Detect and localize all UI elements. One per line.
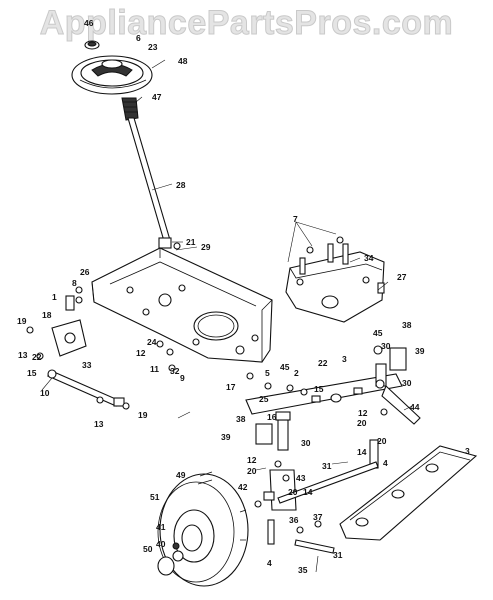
callout-35: 35 <box>298 565 308 575</box>
callout-6: 6 <box>136 33 141 43</box>
callout-34: 34 <box>364 253 374 263</box>
callout-13: 13 <box>18 350 28 360</box>
callout-11: 11 <box>150 364 159 374</box>
steering-wheel <box>71 55 153 95</box>
steering-cap <box>84 40 100 50</box>
callout-16: 16 <box>267 412 277 422</box>
callout-36: 36 <box>289 515 299 525</box>
callout-18: 18 <box>42 310 52 320</box>
callout-30b: 30 <box>402 378 412 388</box>
callout-43: 43 <box>296 473 306 483</box>
callout-20b: 20 <box>377 436 387 446</box>
drag-link <box>46 369 125 407</box>
callout-31b: 31 <box>333 550 343 560</box>
callout-14b: 14 <box>303 487 313 497</box>
callout-19b: 19 <box>138 410 148 420</box>
callout-50: 50 <box>143 544 153 554</box>
callout-29: 29 <box>201 242 211 252</box>
callout-40: 40 <box>156 539 166 549</box>
callout-23: 23 <box>148 42 158 52</box>
callout-22b: 22 <box>318 358 328 368</box>
callout-49: 49 <box>176 470 186 480</box>
leader-lines <box>41 59 413 573</box>
callout-48: 48 <box>178 56 188 66</box>
steering-boot <box>121 97 139 121</box>
callout-44: 44 <box>410 402 420 412</box>
callout-45b: 45 <box>373 328 383 338</box>
callout-26: 26 <box>80 267 90 277</box>
callout-27: 27 <box>397 272 407 282</box>
callout-30: 30 <box>381 341 391 351</box>
tie-rods <box>277 461 379 554</box>
callout-labels: 46 6 23 48 47 28 21 29 7 34 27 26 1 8 19… <box>17 18 470 575</box>
callout-32: 32 <box>170 366 180 376</box>
callout-39b: 39 <box>221 432 231 442</box>
spindle-brackets <box>255 347 407 445</box>
callout-14: 14 <box>357 447 367 457</box>
callout-15b: 15 <box>314 384 324 394</box>
callout-47: 47 <box>152 92 162 102</box>
callout-24: 24 <box>147 337 157 347</box>
callout-37: 37 <box>313 512 323 522</box>
hardware <box>26 236 388 508</box>
hub-cap <box>157 542 184 576</box>
callout-51: 51 <box>150 492 160 502</box>
callout-15: 15 <box>27 368 37 378</box>
callout-2: 2 <box>294 368 299 378</box>
callout-9: 9 <box>180 373 185 383</box>
callout-12b: 12 <box>358 408 368 418</box>
callout-39: 39 <box>415 346 425 356</box>
callout-12: 12 <box>136 348 146 358</box>
front-bumper <box>339 445 478 541</box>
callout-41: 41 <box>156 522 166 532</box>
callout-20c: 20 <box>247 466 257 476</box>
callout-4: 4 <box>383 458 388 468</box>
callout-13b: 13 <box>94 419 104 429</box>
steering-shaft <box>127 117 172 249</box>
callout-33: 33 <box>82 360 92 370</box>
main-frame <box>91 247 273 363</box>
callout-20d: 20 <box>288 487 298 497</box>
callout-12c: 12 <box>247 455 257 465</box>
callout-4b: 4 <box>267 558 272 568</box>
axle-beam <box>245 373 403 415</box>
rear-bracket <box>285 243 385 323</box>
callout-3: 3 <box>342 354 347 364</box>
callout-30c: 30 <box>301 438 311 448</box>
callout-1: 1 <box>52 292 57 302</box>
callout-31: 31 <box>322 461 332 471</box>
callout-3b: 3 <box>465 446 470 456</box>
callout-21: 21 <box>186 237 196 247</box>
callout-46: 46 <box>84 18 94 28</box>
callout-25: 25 <box>259 394 269 404</box>
callout-22: 22 <box>32 352 42 362</box>
callout-20: 20 <box>357 418 367 428</box>
steering-gear <box>51 295 87 357</box>
callout-38b: 38 <box>236 414 246 424</box>
callout-28: 28 <box>176 180 186 190</box>
callout-42: 42 <box>238 482 248 492</box>
watermark: AppliancePartsPros.com <box>39 4 454 43</box>
callout-19: 19 <box>17 316 27 326</box>
callout-10: 10 <box>40 388 50 398</box>
callout-7: 7 <box>293 214 298 224</box>
callout-38: 38 <box>402 320 412 330</box>
callout-45: 45 <box>280 362 290 372</box>
callout-17: 17 <box>226 382 236 392</box>
callout-8: 8 <box>72 278 77 288</box>
callout-5: 5 <box>265 368 270 378</box>
